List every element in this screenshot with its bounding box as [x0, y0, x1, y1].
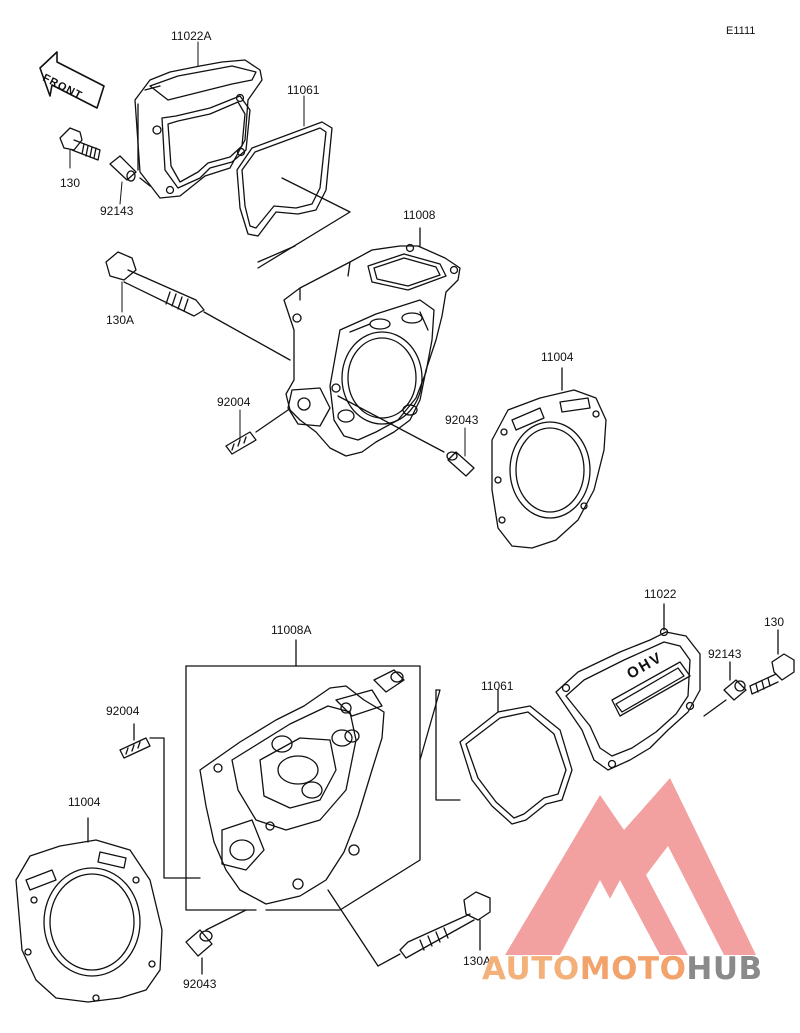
head-gasket-11004-bottom — [15, 817, 163, 1003]
part-label-11061-top: 11061 — [287, 83, 320, 97]
part-label-11004-top: 11004 — [541, 350, 574, 364]
valve-cover-11022 — [555, 603, 701, 771]
head-gasket-11004-top — [491, 367, 607, 549]
watermark-word-moto: MOTO — [579, 951, 687, 987]
watermark-logo-icon — [505, 778, 756, 955]
bolt-130a-bottom — [377, 891, 491, 967]
part-label-130-bottom: 130 — [764, 615, 785, 629]
part-label-130a-top: 130A — [106, 313, 135, 327]
watermark-brand: AUTOMOTOHUB — [482, 952, 763, 986]
stud-92004-bottom — [119, 723, 201, 879]
diagram-code: E1111 — [726, 25, 756, 37]
part-label-92004-top: 92004 — [217, 395, 251, 409]
part-label-92143-bottom: 92143 — [708, 647, 742, 661]
watermark-word-hub: HUB — [686, 951, 763, 987]
leader-lines-top — [69, 41, 466, 457]
gasket-11061-top — [236, 121, 351, 269]
bolt-130-top — [59, 127, 101, 161]
dowel-92043-top — [337, 395, 475, 477]
part-label-11022: 11022 — [644, 587, 677, 601]
bolt-130-bottom — [749, 629, 795, 695]
dowel-92143-bottom — [703, 661, 747, 717]
bolt-130a-top — [105, 251, 291, 361]
front-arrow-icon — [39, 51, 105, 109]
dowel-92143-top — [109, 155, 151, 187]
part-label-11008a: 11008A — [271, 623, 312, 637]
part-label-92004-bottom: 92004 — [106, 704, 140, 718]
dowel-92043-bottom — [185, 909, 247, 975]
part-label-130-top: 130 — [60, 176, 81, 190]
cylinder-11008a — [185, 639, 441, 967]
cylinder-11008 — [283, 227, 461, 457]
watermark-word-auto: AUTO — [482, 951, 580, 987]
part-label-11008: 11008 — [403, 208, 436, 222]
part-label-11004-bottom: 11004 — [68, 795, 101, 809]
part-label-92043-top: 92043 — [445, 413, 479, 427]
stud-92004-top — [225, 409, 289, 455]
part-label-92143-top: 92143 — [100, 204, 134, 218]
part-label-130a-bottom: 130A — [463, 954, 492, 968]
part-label-11022a: 11022A — [171, 29, 212, 43]
valve-cover-11022a — [134, 59, 263, 199]
part-label-92043-bottom: 92043 — [183, 977, 217, 991]
gasket-11061-bottom — [435, 689, 573, 825]
part-label-11061-bottom: 11061 — [481, 679, 514, 693]
